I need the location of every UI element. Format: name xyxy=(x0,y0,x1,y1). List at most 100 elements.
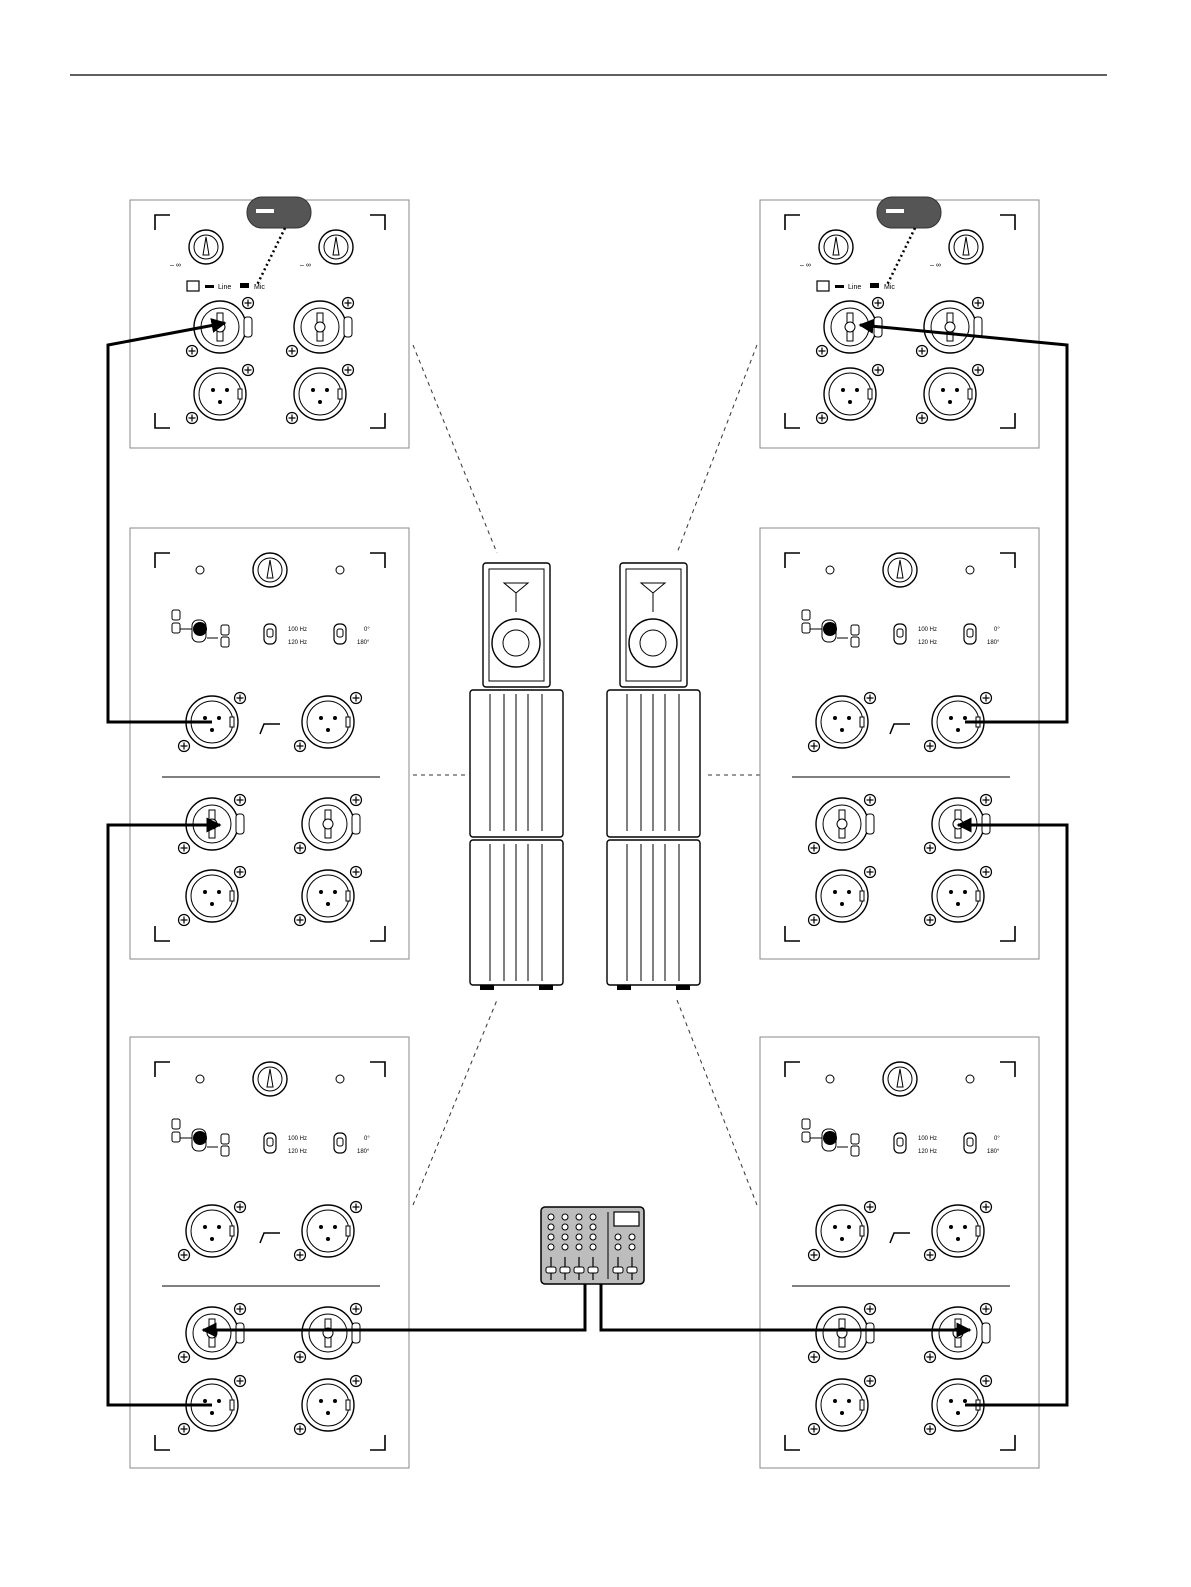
screw-icon xyxy=(865,1376,876,1387)
mixer-knob-icon xyxy=(548,1244,554,1250)
led-icon xyxy=(826,1075,834,1083)
screw-icon xyxy=(925,1424,936,1435)
screw-icon xyxy=(243,365,254,376)
hpf-switch-icon xyxy=(894,1133,906,1153)
knob-min-label: – ∞ xyxy=(930,262,941,269)
screw-icon xyxy=(343,365,354,376)
volume-knob-ch1-icon xyxy=(819,230,853,264)
screw-icon xyxy=(187,413,198,424)
hpf-switch-icon xyxy=(264,1133,276,1153)
mode-callout-glyph xyxy=(886,209,904,213)
screw-icon xyxy=(981,795,992,806)
screw-icon xyxy=(981,693,992,704)
polarity-0-label: 0° xyxy=(364,1136,370,1142)
screw-icon xyxy=(179,1352,190,1363)
polarity-switch-icon xyxy=(964,624,976,644)
cabinet-foot xyxy=(480,985,494,990)
screw-icon xyxy=(179,915,190,926)
upper-sub-left-panel: 100 Hz 120 Hz 0° 180° xyxy=(130,528,409,959)
upper-sub-right-panel: 100 Hz120 Hz0°180° xyxy=(760,528,1039,959)
level-knob-icon xyxy=(253,1062,287,1096)
screw-icon xyxy=(287,413,298,424)
polarity-switch-icon xyxy=(964,1133,976,1153)
cabinet-foot xyxy=(676,985,690,990)
hpf-120-label: 120 Hz xyxy=(918,1149,937,1155)
fader-cap-icon xyxy=(574,1267,584,1273)
screw-icon xyxy=(295,741,306,752)
mic-indicator xyxy=(870,283,879,288)
speaker-stack-right xyxy=(607,563,700,990)
screw-icon xyxy=(809,1250,820,1261)
screw-icon xyxy=(351,867,362,878)
top-speaker-left-panel: – ∞– ∞LineMic xyxy=(130,197,409,448)
mixer-knob-icon xyxy=(548,1234,554,1240)
polarity-0-label: 0° xyxy=(364,627,370,633)
led-icon xyxy=(826,566,834,574)
screw-icon xyxy=(351,795,362,806)
screw-icon xyxy=(235,1304,246,1315)
cabinet-foot xyxy=(539,985,553,990)
fader-cap-icon xyxy=(613,1267,623,1273)
mixer-display xyxy=(614,1212,639,1226)
mixer xyxy=(541,1207,644,1290)
mixer-knob-icon xyxy=(548,1224,554,1230)
cabinet-foot xyxy=(617,985,631,990)
knob-min-label: – ∞ xyxy=(300,262,311,269)
screw-icon xyxy=(925,843,936,854)
hpf-120-label: 120 Hz xyxy=(288,1149,307,1155)
screw-icon xyxy=(917,413,928,424)
mixer-knob-icon xyxy=(590,1224,596,1230)
hpf-switch-icon xyxy=(894,624,906,644)
volume-knob-ch1-icon xyxy=(189,230,223,264)
polarity-180-label: 180° xyxy=(357,640,370,646)
level-knob-icon xyxy=(883,1062,917,1096)
panel-frame xyxy=(760,200,1039,448)
screw-icon xyxy=(865,1202,876,1213)
mic-indicator xyxy=(240,283,249,288)
screw-icon xyxy=(925,1250,936,1261)
polarity-180-label: 180° xyxy=(357,1149,370,1155)
mixer-knob-icon xyxy=(590,1234,596,1240)
line-label: Line xyxy=(218,284,231,291)
screw-icon xyxy=(809,1352,820,1363)
led-icon xyxy=(196,1075,204,1083)
polarity-0-label: 0° xyxy=(994,627,1000,633)
hpf-100-label: 100 Hz xyxy=(918,1136,937,1142)
screw-icon xyxy=(809,915,820,926)
line-indicator xyxy=(835,285,844,288)
screw-icon xyxy=(925,1352,936,1363)
screw-icon xyxy=(865,693,876,704)
screw-icon xyxy=(809,1424,820,1435)
screw-icon xyxy=(817,413,828,424)
screw-icon xyxy=(235,1376,246,1387)
screw-icon xyxy=(343,298,354,309)
hpf-120-label: 120 Hz xyxy=(288,640,307,646)
mixer-knob-icon xyxy=(548,1214,554,1220)
mode-callout-glyph xyxy=(256,209,274,213)
hpf-100-label: 100 Hz xyxy=(288,627,307,633)
volume-knob-ch2-icon xyxy=(319,230,353,264)
screw-icon xyxy=(179,843,190,854)
panel-frame xyxy=(130,528,409,959)
polarity-180-label: 180° xyxy=(987,1149,1000,1155)
screw-icon xyxy=(243,298,254,309)
polarity-switch-icon xyxy=(334,624,346,644)
speaker-stack-left xyxy=(470,563,563,990)
screw-icon xyxy=(295,1352,306,1363)
led-icon xyxy=(336,1075,344,1083)
polarity-switch-icon xyxy=(334,1133,346,1153)
screw-icon xyxy=(865,795,876,806)
screw-icon xyxy=(295,1250,306,1261)
hpf-100-label: 100 Hz xyxy=(288,1136,307,1142)
selector-switch-icon xyxy=(187,281,199,291)
screw-icon xyxy=(295,843,306,854)
fader-cap-icon xyxy=(560,1267,570,1273)
fader-cap-icon xyxy=(588,1267,598,1273)
screw-icon xyxy=(873,365,884,376)
screw-icon xyxy=(917,346,928,357)
screw-icon xyxy=(981,1376,992,1387)
mixer-knob-icon xyxy=(629,1234,635,1240)
screw-icon xyxy=(179,1250,190,1261)
